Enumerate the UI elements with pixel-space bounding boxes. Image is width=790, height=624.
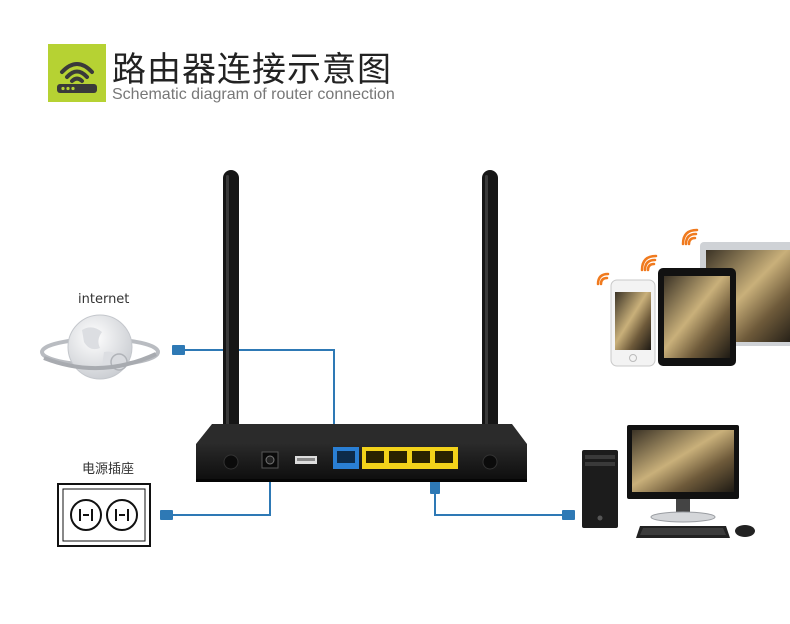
wan-plug-left [172, 345, 185, 355]
lan-ports [362, 447, 458, 469]
antenna-right [482, 170, 498, 460]
router-icon [196, 170, 527, 482]
lan-plug-router [430, 481, 440, 494]
page-subtitle: Schematic diagram of router connection [112, 86, 395, 103]
power-cable [172, 470, 271, 516]
antenna-left [223, 170, 239, 460]
internet-label: internet [78, 292, 130, 307]
lan-cable [434, 492, 565, 516]
power-outlet-icon [57, 483, 151, 547]
wifi-signal-icons [596, 228, 699, 286]
wifi-router-icon [48, 44, 106, 102]
power-socket-label: 电源插座 [82, 462, 135, 477]
page-title: 路由器连接示意图 [112, 50, 392, 90]
wan-cable [184, 349, 335, 432]
power-plug-left [160, 510, 173, 520]
lan-plug-right [562, 510, 575, 520]
desktop-computer-icon [582, 425, 755, 538]
mobile-devices-icon [596, 228, 790, 367]
globe-icon [40, 314, 160, 380]
